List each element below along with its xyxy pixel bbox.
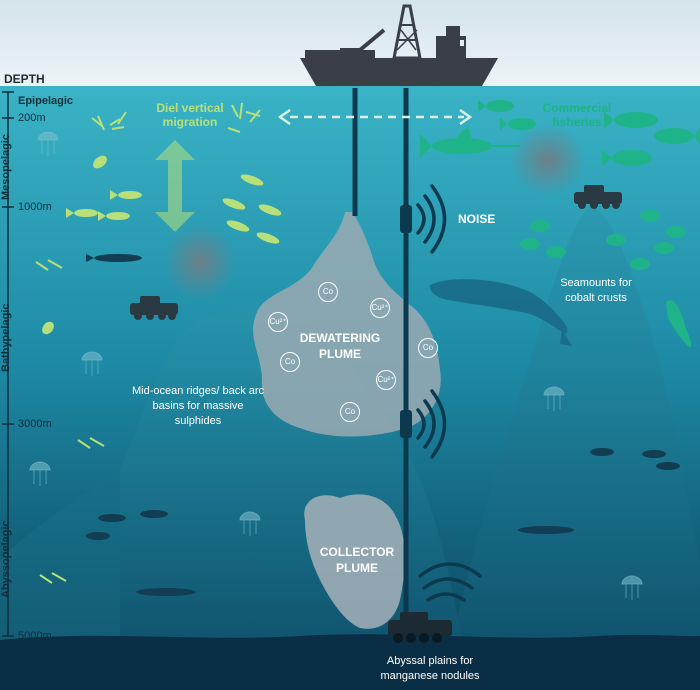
collector-plume-label: COLLECTOR PLUME — [319, 545, 395, 575]
zooplankton-icon — [91, 102, 261, 133]
larval-shrimp-icon — [42, 155, 107, 335]
mid-ocean-ridges-label: Mid-ocean ridges/ back arc basins for ma… — [131, 385, 265, 427]
noise-icon-upper — [416, 184, 447, 254]
zone-epipelagic: Epipelagic — [18, 95, 74, 107]
mining-ship-icon — [300, 4, 498, 86]
zone-bathypelagic: Bathypelagic — [0, 303, 12, 372]
depth-tick-1000m: 1000m — [18, 201, 52, 213]
jellyfish-icon — [29, 131, 643, 600]
seamount-plume-cloud — [510, 124, 586, 196]
commercial-fisheries-label: Commercial fisheries — [542, 101, 612, 129]
zone-mesopelagic: Mesopelagic — [0, 133, 12, 200]
commercial-fish-icon — [478, 100, 700, 270]
squid-icon — [666, 300, 692, 348]
collector-vehicle-icon — [388, 612, 452, 643]
depth-tick-5000m: 5000m — [18, 630, 52, 642]
element-marker: Co — [418, 338, 438, 358]
abyssal-plains-label: Abyssal plains for manganese nodules — [380, 655, 480, 682]
noise-label: NOISE — [458, 212, 496, 226]
riser-pump-upper — [400, 205, 412, 233]
depth-axis — [2, 91, 14, 637]
element-marker: Co — [340, 402, 360, 422]
seamount-mining-vehicle-icon — [574, 185, 622, 209]
dewatering-plume-label: DEWATERING PLUME — [299, 331, 381, 361]
depth-tick-3000m: 3000m — [18, 418, 52, 430]
depth-axis-title: DEPTH — [4, 72, 45, 86]
noise-icon-seafloor — [418, 562, 482, 602]
fisheries-link-arrow-icon — [277, 108, 473, 126]
element-marker: Cu²⁺ — [376, 370, 396, 390]
element-marker: Cu²⁺ — [370, 298, 390, 318]
migrating-fish-icon — [66, 174, 282, 244]
element-marker: Cu²⁺ — [268, 312, 288, 332]
whale-icon — [429, 279, 572, 346]
ridge-plume-cloud — [164, 224, 236, 300]
riser-pump-lower — [400, 410, 412, 438]
zone-abyssopelagic: Abyssopelagic — [0, 520, 12, 598]
seamounts-label: Seamounts for cobalt crusts — [560, 277, 632, 304]
noise-icon-lower — [416, 389, 447, 459]
diel-migration-label: Diel vertical migration — [156, 101, 224, 129]
seamount — [440, 205, 700, 690]
element-marker: Co — [280, 352, 300, 372]
amphipod-icon — [35, 259, 105, 584]
element-marker: Co — [318, 282, 338, 302]
depth-tick-200m: 200m — [18, 112, 46, 124]
sea-surface — [0, 86, 700, 96]
abyssal-plain — [0, 634, 700, 690]
collector-plume-shape — [304, 494, 405, 629]
swordfish-icon — [420, 126, 520, 158]
ridge-slope — [0, 470, 120, 690]
diel-migration-arrow-icon — [155, 140, 195, 232]
deep-sea-fish-icon — [86, 254, 680, 596]
ridge-mining-vehicle-icon — [130, 296, 178, 320]
